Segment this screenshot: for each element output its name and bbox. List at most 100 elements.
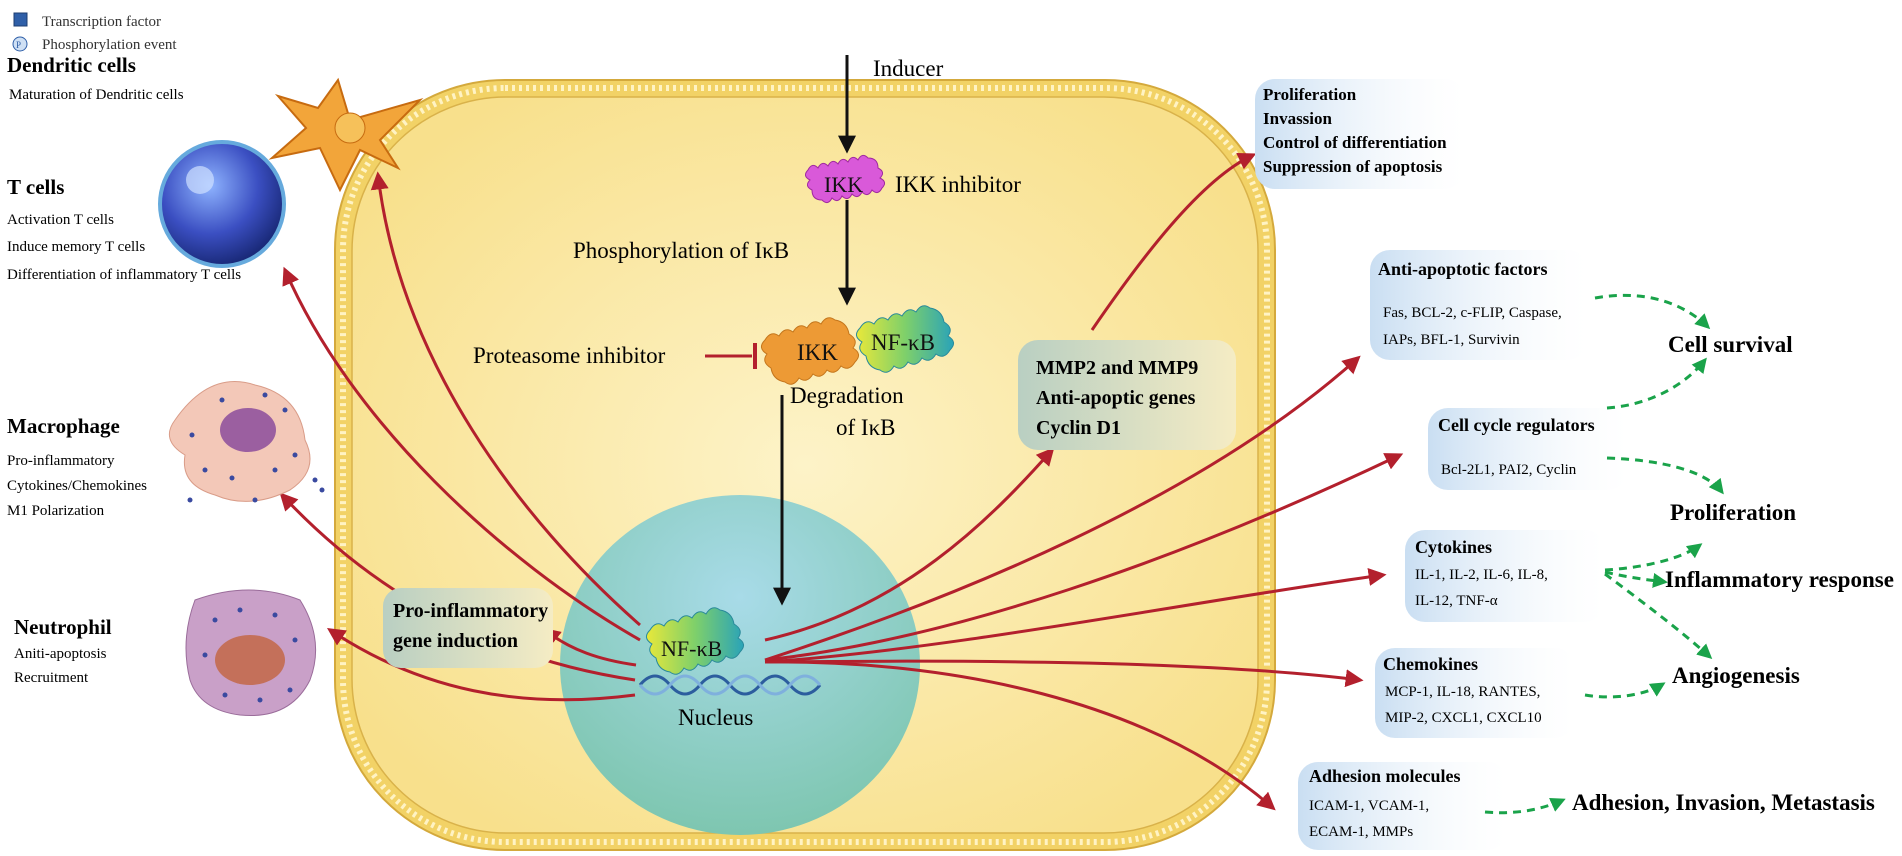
dendritic-title: Dendritic cells: [7, 53, 136, 77]
arrow-to-mmp: [764, 447, 1055, 642]
outcome-proliferation: Proliferation: [1670, 500, 1796, 525]
green-arrow-cell-survival-1: [1594, 293, 1711, 330]
anti-apoptotic-line1: Fas, BCL-2, c-FLIP, Caspase,: [1383, 305, 1562, 321]
ikk-complex-shape: [761, 317, 859, 385]
anti-apoptotic-title: Anti-apoptotic factors: [1378, 259, 1547, 279]
tcell-highlight: [186, 166, 214, 194]
nucleus-label: Nucleus: [678, 705, 753, 730]
nfkb-nucleus: NF-κB: [646, 607, 744, 675]
arrow-to-cytokines: [764, 568, 1387, 664]
phosphorylation-icon: [12, 36, 28, 52]
pro-inflammatory-line1: Pro-inflammatory: [393, 600, 548, 622]
nucleus-body: [560, 495, 920, 835]
outcome-angiogenesis: Angiogenesis: [1672, 663, 1800, 688]
adhesion-box: [1298, 762, 1508, 850]
pro-inflammatory-box: [383, 588, 553, 668]
nfkb-complex-label: NF-κB: [871, 330, 935, 355]
tcells-line3: Differentiation of inflammatory T cells: [7, 267, 241, 283]
legend: Transcription factor P Phosphorylation e…: [12, 12, 177, 53]
phosphorylation-label: Phosphorylation of IκB: [573, 238, 789, 263]
outcome-adhesion: Adhesion, Invasion, Metastasis: [1572, 790, 1875, 815]
mmp-line2: Anti-apoptic genes: [1036, 387, 1196, 409]
arrow-to-tcells: [282, 266, 641, 642]
nfkb-nucleus-shape: [646, 607, 744, 675]
dna-strand-b: [638, 674, 822, 696]
neutrophil-title: Neutrophil: [14, 615, 112, 639]
cytokines-box: [1405, 530, 1605, 622]
neutrophil-line1: Aniti-apoptosis: [14, 646, 107, 662]
ikk-inhibitor-label: IKK inhibitor: [895, 172, 1021, 197]
macrophage-title: Macrophage: [7, 414, 120, 438]
green-arrow-proliferation: [1606, 456, 1724, 495]
arrow-to-anti-apoptotic: [764, 355, 1361, 662]
macrophage-line1: Pro-inflammatory: [7, 453, 115, 469]
pro-inflammatory-line2: gene induction: [393, 630, 518, 652]
legend-phosphorylation-label: Phosphorylation event: [42, 37, 177, 53]
cytokines-line1: IL-1, IL-2, IL-6, IL-8,: [1415, 567, 1548, 583]
tcell-icon: [158, 140, 286, 268]
anti-apoptotic-line2: IAPs, BFL-1, Survivin: [1383, 332, 1520, 348]
red-arrows: [279, 153, 1404, 811]
proliferation-box-line2: Invassion: [1263, 109, 1333, 128]
green-arrow-inflammatory-2: [1604, 570, 1668, 588]
macrophage-icon: [168, 381, 325, 503]
nfkb-complex-shape: [856, 305, 954, 373]
phosphorylation-icon-letter: P: [16, 40, 21, 50]
ikk-nfkb-complex: IKK NF-κB: [761, 305, 954, 385]
square-icon: [13, 12, 28, 27]
green-arrow-adhesion: [1484, 798, 1566, 815]
degradation-line1: Degradation: [790, 383, 904, 408]
outcome-cell-survival: Cell survival: [1668, 332, 1793, 357]
arrow-to-chemokines: [764, 659, 1364, 688]
cell-cycle-box: [1428, 408, 1628, 490]
mmp-box: [1018, 340, 1236, 450]
proliferation-box-line3: Control of differentiation: [1263, 133, 1447, 152]
arrow-to-dendritic: [370, 171, 641, 627]
proliferation-box: [1255, 79, 1465, 189]
neutrophil-icon: [185, 589, 317, 717]
adhesion-line1: ICAM-1, VCAM-1,: [1309, 798, 1429, 814]
chemokines-title: Chemokines: [1383, 654, 1478, 674]
nfkb-nucleus-label: NF-κB: [661, 636, 722, 661]
green-arrows: [1484, 293, 1724, 815]
green-arrow-angiogenesis-2: [1584, 682, 1666, 699]
tcells-title: T cells: [7, 175, 64, 199]
ikk-top-label: IKK: [824, 172, 863, 197]
chemokines-box: [1375, 648, 1575, 738]
legend-transcription-label: Transcription factor: [42, 14, 161, 30]
adhesion-title: Adhesion molecules: [1309, 766, 1461, 786]
anti-apoptotic-box: [1370, 250, 1588, 360]
neutrophil-line2: Recruitment: [14, 670, 89, 686]
tcells-line2: Induce memory T cells: [7, 239, 145, 255]
ikk-top-shape: [804, 154, 886, 204]
tcells-line1: Activation T cells: [7, 212, 114, 228]
cell-cycle-title: Cell cycle regulators: [1438, 415, 1595, 435]
chemokines-line1: MCP-1, IL-18, RANTES,: [1385, 684, 1540, 700]
macrophage-line2: Cytokines/Chemokines: [7, 478, 147, 494]
dendritic-cell-icon: [268, 77, 424, 193]
degradation-line2: of IκB: [836, 415, 896, 440]
proliferation-box-line4: Suppression of apoptosis: [1263, 157, 1443, 176]
inducer-label: Inducer: [873, 56, 944, 81]
ikk-complex-label: IKK: [797, 340, 838, 365]
macrophage-line3: M1 Polarization: [7, 503, 105, 519]
cytokines-title: Cytokines: [1415, 537, 1492, 557]
adhesion-line2: ECAM-1, MMPs: [1309, 824, 1413, 840]
mmp-line1: MMP2 and MMP9: [1036, 357, 1198, 379]
dendritic-line1: Maturation of Dendritic cells: [9, 87, 184, 103]
arrow-to-adhesion: [764, 660, 1276, 811]
cell-cycle-line1: Bcl-2L1, PAI2, Cyclin: [1441, 462, 1577, 478]
green-arrow-angiogenesis-1: [1604, 572, 1713, 660]
ikk-top: IKK: [804, 154, 886, 204]
cytokines-line2: IL-12, TNF-α: [1415, 593, 1498, 609]
outcome-inflammatory: Inflammatory response: [1665, 567, 1894, 592]
arrow-to-proliferation-box: [1090, 153, 1257, 331]
dna-helix-icon: [638, 674, 822, 696]
green-arrow-inflammatory-1: [1604, 543, 1703, 572]
mmp-line3: Cyclin D1: [1036, 417, 1121, 439]
proteasome-inhibitor-label: Proteasome inhibitor: [473, 343, 666, 368]
arrow-to-cell-cycle: [764, 453, 1404, 662]
arrow-to-neutrophil: [327, 628, 636, 702]
green-arrow-cell-survival-2: [1606, 357, 1707, 410]
